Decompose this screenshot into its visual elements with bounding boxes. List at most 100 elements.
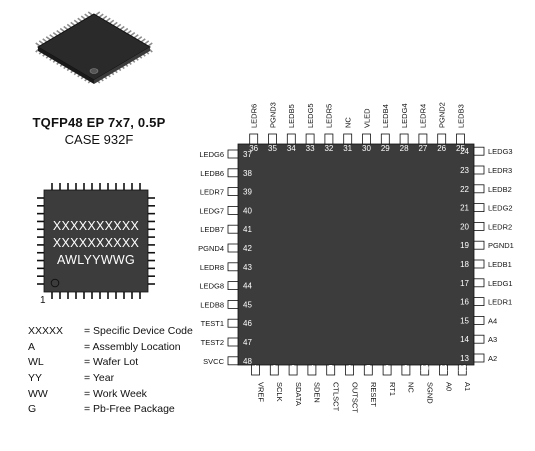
pin-number: 6 bbox=[347, 364, 352, 373]
pin-name: PGND4 bbox=[198, 244, 224, 253]
pin-number: 4 bbox=[310, 364, 315, 373]
pin-name: RESET bbox=[369, 382, 378, 407]
marking-line-3: AWLYYWWG bbox=[56, 253, 136, 267]
chip-3d-lead bbox=[123, 27, 129, 33]
pin-number: 33 bbox=[306, 144, 315, 153]
pin-number: 46 bbox=[243, 319, 252, 328]
pin-name: SDEN bbox=[313, 382, 322, 403]
pin-lead bbox=[473, 221, 485, 231]
chip-3d-lead bbox=[140, 38, 146, 43]
pin-number: 2 bbox=[272, 364, 277, 373]
legend-code: WL bbox=[28, 356, 44, 369]
chip-3d-lead bbox=[49, 34, 55, 39]
pin-lead bbox=[473, 240, 485, 250]
pin-name: A0 bbox=[444, 382, 453, 391]
chip-3d-lead bbox=[63, 25, 69, 31]
chip-3d-lead bbox=[105, 17, 111, 22]
pin-name: PGND3 bbox=[268, 102, 277, 128]
pin-name: LEDR7 bbox=[200, 188, 224, 197]
marking-line-2: XXXXXXXXXX bbox=[52, 236, 140, 250]
pin-lead bbox=[227, 243, 239, 253]
pin-name: TEST1 bbox=[201, 319, 224, 328]
chip-3d-lead bbox=[84, 13, 90, 18]
chip-3d-lead bbox=[52, 32, 58, 37]
chip-3d-lead bbox=[98, 13, 104, 18]
pin-name: NC bbox=[344, 117, 353, 128]
pin-lead bbox=[227, 205, 239, 215]
pin-lead bbox=[227, 224, 239, 234]
pin-name: LEDR5 bbox=[325, 104, 334, 128]
pin-name: LEDG3 bbox=[488, 147, 513, 156]
pin-name: SCLK bbox=[275, 382, 284, 402]
pin-lead bbox=[227, 262, 239, 272]
chip-3d-lead bbox=[77, 17, 83, 22]
pin-name: LEDB8 bbox=[200, 300, 224, 309]
pin-name: SDATA bbox=[294, 382, 303, 406]
pin-lead bbox=[343, 133, 353, 145]
pin-number: 19 bbox=[460, 241, 469, 250]
pin-name: LEDG4 bbox=[400, 103, 409, 128]
chip-3d-lead bbox=[126, 29, 132, 35]
pin-number: 14 bbox=[460, 335, 469, 344]
pin-name: LEDB1 bbox=[488, 260, 512, 269]
pin-number: 31 bbox=[343, 144, 352, 153]
pin-lead bbox=[324, 133, 334, 145]
pin-number: 48 bbox=[243, 357, 252, 366]
chip-3d-lead bbox=[38, 40, 44, 45]
pin-name: LEDG1 bbox=[488, 279, 513, 288]
legend-code: G bbox=[28, 403, 37, 416]
chip-3d-lead bbox=[59, 27, 65, 33]
legend-desc: = Assembly Location bbox=[84, 340, 181, 353]
legend-desc: = Year bbox=[84, 372, 115, 385]
pin-lead bbox=[473, 278, 485, 288]
pin-name: CTLSCT bbox=[332, 382, 341, 412]
pin-number: 36 bbox=[249, 144, 258, 153]
pin-lead bbox=[227, 281, 239, 291]
pin-name: A2 bbox=[488, 354, 497, 363]
pin-number: 40 bbox=[243, 206, 252, 215]
pin-lead bbox=[249, 133, 259, 145]
pin-name: A1 bbox=[463, 382, 472, 391]
pin-number: 47 bbox=[243, 338, 252, 347]
marking-chip-body bbox=[43, 189, 149, 293]
pin-lead bbox=[268, 133, 277, 145]
pin-number: 29 bbox=[381, 144, 390, 153]
pin-name: LEDR2 bbox=[488, 222, 512, 231]
pin-lead bbox=[305, 133, 315, 145]
legend-desc: = Pb-Free Package bbox=[84, 403, 175, 416]
pin-number: 30 bbox=[362, 144, 371, 153]
pin-name: LEDR1 bbox=[488, 298, 512, 307]
pin-lead bbox=[326, 364, 336, 376]
pin-number: 43 bbox=[243, 263, 252, 272]
pin-name: LEDG8 bbox=[199, 282, 224, 291]
pin-number: 18 bbox=[460, 260, 469, 269]
pin-name: OUTSCT bbox=[350, 382, 359, 413]
pin-name: RT1 bbox=[388, 382, 397, 396]
pin-number: 45 bbox=[243, 300, 252, 309]
pin-number: 28 bbox=[400, 144, 409, 153]
pin-name: LEDB6 bbox=[200, 169, 224, 178]
pinout-pins: 1VREF2SCLK3SDATA4SDEN5CTLSCT6OUTSCT7RESE… bbox=[198, 102, 514, 413]
chip-3d-lead bbox=[137, 36, 143, 41]
pin-number: 41 bbox=[243, 225, 252, 234]
chip-3d-lead bbox=[66, 23, 72, 29]
pin-lead bbox=[473, 165, 485, 175]
chip-3d-lead bbox=[116, 23, 122, 29]
chip-3d-lead bbox=[56, 29, 62, 35]
pin-lead bbox=[307, 364, 317, 376]
pin-name: TEST2 bbox=[201, 338, 224, 347]
pin-name: LEDG6 bbox=[199, 150, 224, 159]
pin-lead bbox=[227, 168, 239, 178]
pin-number: 15 bbox=[460, 316, 469, 325]
pin-lead bbox=[401, 364, 411, 376]
pin-lead bbox=[251, 364, 260, 376]
pin1-label: 1 bbox=[40, 295, 46, 306]
pin-name: PGND2 bbox=[438, 102, 447, 128]
pin-name: PGND1 bbox=[488, 241, 514, 250]
pin-number: 37 bbox=[243, 150, 252, 159]
pin-lead bbox=[362, 133, 371, 145]
